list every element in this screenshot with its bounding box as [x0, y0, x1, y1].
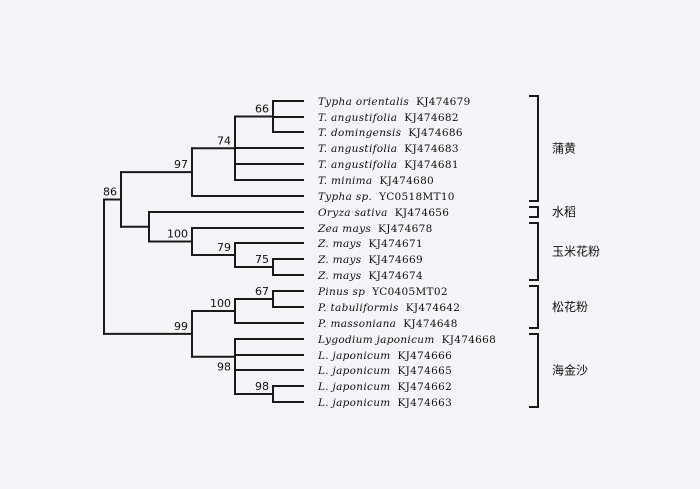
accession-number: KJ474681 — [404, 159, 459, 171]
leaf-label: P. tabuliformis KJ474642 — [317, 302, 460, 314]
accession-number: KJ474679 — [416, 96, 471, 108]
group-label: 玉米花粉 — [552, 244, 600, 259]
accession-number: KJ474648 — [403, 318, 458, 330]
accession-number: KJ474656 — [395, 207, 450, 219]
leaf-label: Z. mays KJ474671 — [317, 238, 423, 250]
accession-number: KJ474666 — [398, 350, 453, 362]
group-label: 松花粉 — [552, 299, 588, 314]
species-name: P. massoniana — [317, 318, 396, 330]
bootstrap-value: 99 — [174, 320, 188, 333]
bootstrap-value: 97 — [174, 158, 188, 171]
leaf-label: Z. mays KJ474674 — [317, 270, 423, 282]
leaf-label: T. angustifolia KJ474682 — [318, 112, 459, 124]
species-name: T. angustifolia — [318, 159, 397, 171]
group-label: 蒲黄 — [552, 142, 576, 156]
leaf-label: Typha sp. YC0518MT10 — [318, 191, 455, 203]
accession-number: KJ474665 — [398, 365, 453, 377]
bootstrap-value: 75 — [255, 253, 269, 266]
bootstrap-value: 67 — [255, 285, 269, 298]
group-bracket — [529, 95, 539, 202]
leaf-label: Z. mays KJ474669 — [317, 254, 423, 266]
species-name: Z. mays — [317, 254, 362, 266]
bootstrap-labels: 66 74 97 86 100 79 75 67 100 99 98 98 — [103, 103, 269, 394]
leaf-label: L. japonicum KJ474663 — [317, 397, 452, 409]
accession-number: KJ474678 — [378, 223, 433, 235]
species-name: Oryza sativa — [318, 207, 388, 219]
group-bracket — [529, 285, 539, 329]
leaf-label: T. minima KJ474680 — [318, 175, 434, 187]
leaf-label: Oryza sativa KJ474656 — [318, 207, 449, 219]
species-name: Typha orientalis — [318, 96, 409, 108]
species-name: T. angustifolia — [318, 143, 397, 155]
leaf-label: Pinus sp YC0405MT02 — [317, 286, 448, 298]
bootstrap-value: 98 — [217, 361, 231, 374]
bootstrap-value: 79 — [217, 241, 231, 254]
group-bracket — [529, 333, 539, 408]
leaf-label: P. massoniana KJ474648 — [317, 318, 458, 330]
accession-number: YC0405MT02 — [371, 286, 448, 298]
accession-number: KJ474662 — [398, 381, 453, 393]
leaf-label: L. japonicum KJ474666 — [317, 350, 452, 362]
bootstrap-value: 86 — [103, 185, 117, 198]
group-label: 海金沙 — [552, 363, 588, 378]
leaf-label: T. domingensis KJ474686 — [318, 127, 463, 139]
species-name: Zea mays — [317, 223, 371, 235]
species-name: Typha sp. — [318, 191, 372, 203]
species-name: P. tabuliformis — [317, 302, 399, 314]
bootstrap-value: 100 — [210, 297, 231, 310]
accession-number: KJ474674 — [368, 270, 423, 282]
group-bracket — [529, 222, 539, 281]
leaf-label: Lygodium japonicum KJ474668 — [317, 334, 496, 346]
leaf-label: L. japonicum KJ474662 — [317, 381, 452, 393]
species-name: T. domingensis — [318, 127, 402, 139]
leaf-label: Typha orientalis KJ474679 — [318, 96, 471, 108]
species-name: L. japonicum — [317, 365, 391, 377]
species-name: Lygodium japonicum — [317, 334, 435, 346]
accession-number: KJ474686 — [408, 127, 463, 139]
tree-branches — [103, 100, 304, 403]
leaf-label: T. angustifolia KJ474683 — [318, 143, 459, 155]
accession-number: KJ474683 — [404, 143, 459, 155]
accession-number: KJ474671 — [368, 238, 423, 250]
species-name: T. minima — [318, 175, 373, 187]
species-name: Z. mays — [317, 238, 362, 250]
leaf-label: Zea mays KJ474678 — [317, 223, 433, 235]
bootstrap-value: 66 — [255, 103, 269, 116]
accession-number: KJ474682 — [404, 112, 459, 124]
species-name: Z. mays — [317, 270, 362, 282]
species-name: T. angustifolia — [318, 112, 397, 124]
bootstrap-value: 100 — [167, 228, 188, 241]
bootstrap-value: 98 — [255, 380, 269, 393]
leaf-label: L. japonicum KJ474665 — [317, 365, 452, 377]
accession-number: KJ474663 — [398, 397, 453, 409]
accession-number: YC0518MT10 — [378, 191, 455, 203]
bootstrap-value: 74 — [217, 134, 231, 147]
group-label: 水稻 — [552, 205, 576, 219]
species-name: L. japonicum — [317, 350, 391, 362]
species-name: Pinus sp — [317, 286, 365, 298]
accession-number: KJ474642 — [406, 302, 461, 314]
group-bracket — [529, 206, 539, 218]
leaf-label: T. angustifolia KJ474681 — [318, 159, 459, 171]
accession-number: KJ474668 — [442, 334, 497, 346]
species-name: L. japonicum — [317, 397, 391, 409]
species-name: L. japonicum — [317, 381, 391, 393]
accession-number: KJ474669 — [368, 254, 423, 266]
accession-number: KJ474680 — [380, 175, 435, 187]
